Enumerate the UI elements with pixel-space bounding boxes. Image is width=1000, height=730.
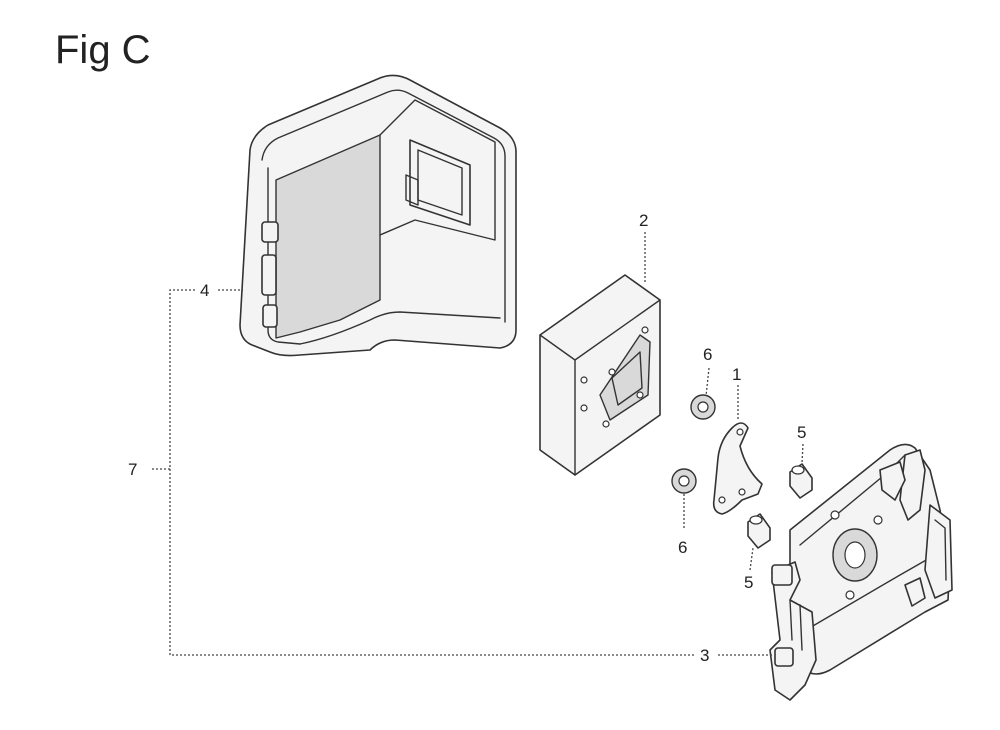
leader-lines <box>152 232 804 656</box>
figure-title: Fig C <box>55 28 151 72</box>
nut-upper <box>690 394 716 420</box>
callout-5-lower: 5 <box>744 573 753 592</box>
callout-3: 3 <box>700 646 709 665</box>
callout-2: 2 <box>639 211 648 230</box>
air-cleaner-cover <box>239 74 517 357</box>
collar-lower <box>747 513 771 549</box>
callout-5-upper: 5 <box>797 423 806 442</box>
callout-1: 1 <box>732 365 741 384</box>
callout-4: 4 <box>200 281 209 300</box>
callout-7: 7 <box>128 460 137 479</box>
air-cleaner-case <box>769 443 953 701</box>
callout-6-upper: 6 <box>703 345 712 364</box>
nut-lower <box>671 468 697 494</box>
callout-6-lower: 6 <box>678 538 687 557</box>
collar-upper <box>789 463 813 499</box>
choke-bracket <box>712 422 763 515</box>
air-filter-element <box>539 274 661 476</box>
